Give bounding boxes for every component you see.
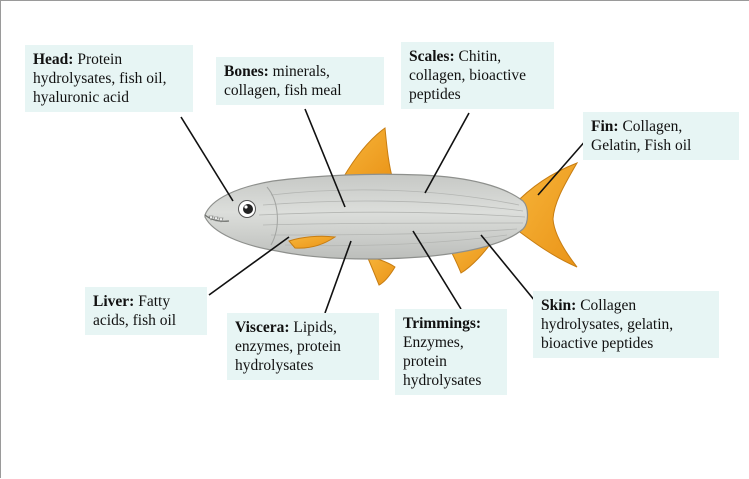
fin-label-title: Fin:: [591, 118, 619, 135]
fin-label: Fin: Collagen, Gelatin, Fish oil: [583, 112, 739, 160]
liver-label-title: Liver:: [93, 293, 134, 310]
liver-leader-line: [209, 237, 289, 295]
skin-leader-line: [481, 235, 535, 301]
bones-label: Bones: minerals, collagen, fish meal: [216, 57, 384, 105]
head-leader-line: [181, 117, 233, 201]
trimmings-label-title: Trimmings:: [403, 315, 481, 332]
head-label: Head: Protein hydrolysates, fish oil, hy…: [25, 45, 193, 112]
head-label-title: Head:: [33, 51, 73, 68]
liver-label: Liver: Fatty acids, fish oil: [85, 287, 207, 335]
pelvic-fin: [367, 256, 395, 285]
bones-label-title: Bones:: [224, 63, 269, 80]
scales-label-title: Scales:: [409, 48, 455, 65]
viscera-label-title: Viscera:: [235, 319, 290, 336]
dorsal-fin: [343, 128, 393, 180]
skin-label: Skin: Collagen hydrolysates, gelatin, bi…: [533, 291, 719, 358]
scales-label: Scales: Chitin, collagen, bioactive pept…: [401, 42, 554, 109]
fish-body: [205, 174, 528, 259]
skin-label-title: Skin:: [541, 297, 576, 314]
trimmings-label-text: Enzymes, protein hydrolysates: [403, 334, 481, 389]
trimmings-label: Trimmings: Enzymes, protein hydrolysates: [395, 309, 507, 395]
viscera-label: Viscera: Lipids, enzymes, protein hydrol…: [227, 313, 379, 380]
